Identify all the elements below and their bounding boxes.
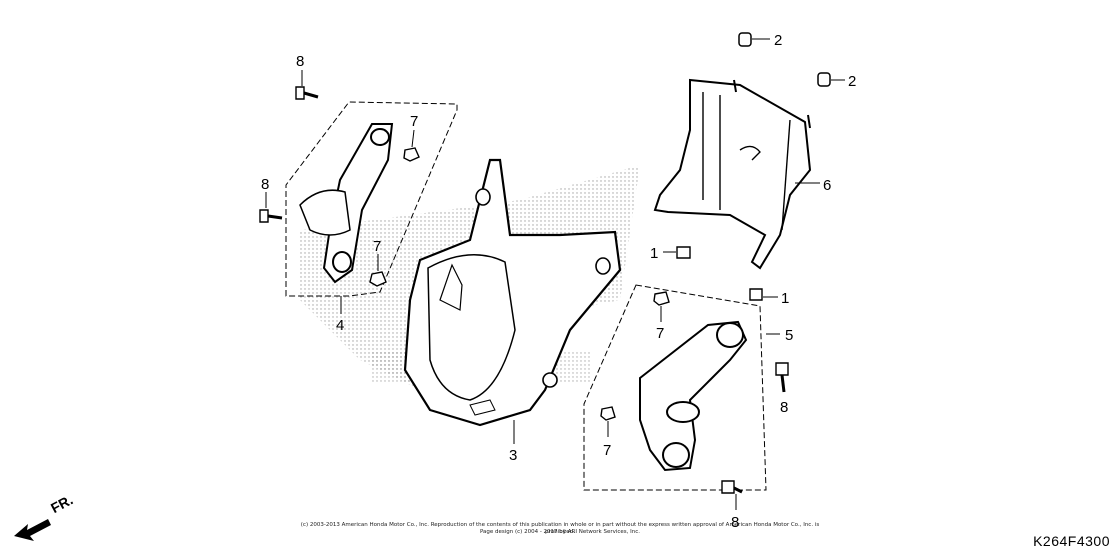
callout-labels: 2 2 8 8 8 8 7 7 7 7 4 3 6 1 1 5 [261,32,856,531]
part-5-assembly [583,284,780,491]
copyright-notice: (c) 2003-2013 American Honda Motor Co., … [300,522,820,535]
part-3-cover [403,158,622,444]
nut-7d [600,406,616,421]
diagram-code: K264F4300 [1033,533,1110,549]
bolt-8a [295,70,319,100]
callout-7a: 7 [410,113,418,130]
part-6-stay [653,78,820,270]
grommet-2a [738,32,752,47]
callout-6: 6 [823,177,831,194]
callout-4: 4 [336,317,344,334]
callout-5: 5 [785,327,793,344]
callout-8a: 8 [296,53,304,70]
callout-1b: 1 [781,290,789,307]
bolt-8b [259,192,283,223]
nut-7b [369,271,387,287]
part-4-assembly [285,101,458,314]
collar-1a [676,246,691,259]
callout-7d: 7 [603,442,611,459]
callout-7b: 7 [373,238,381,255]
nut-7c [653,291,670,306]
callout-8c: 8 [780,399,788,416]
front-arrow-icon [14,519,51,541]
page-design-notice: Page design (c) 2004 - 2017 by ARI Netwo… [479,529,641,535]
callout-2a: 2 [774,32,782,49]
bolt-8d [721,480,743,510]
bolt-8c [775,362,789,393]
small-parts [259,32,845,510]
part-4-bracket [322,123,394,284]
collar-1b [749,288,763,301]
callout-2b: 2 [848,73,856,90]
callout-7c: 7 [656,325,664,342]
part-5-bracket [639,320,748,472]
callout-8d: 8 [731,514,739,531]
callout-1a: 1 [650,245,658,262]
grommet-2b [817,72,831,87]
nut-7a [403,147,420,162]
callout-3: 3 [509,447,517,464]
callout-8b: 8 [261,176,269,193]
